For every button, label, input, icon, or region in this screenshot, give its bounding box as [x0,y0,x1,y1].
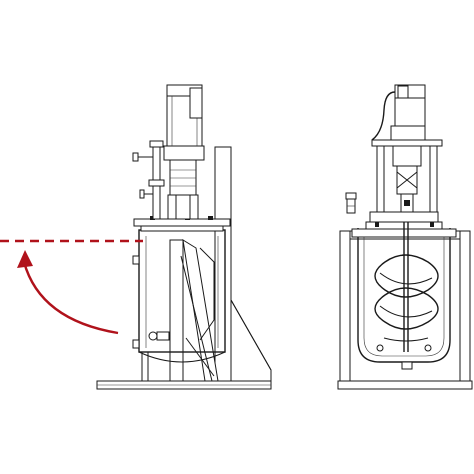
front-side-fitting [345,192,357,214]
tilt-curved-arrow [22,261,119,335]
power-cable [371,91,396,141]
front-motor [371,84,426,141]
front-view [337,84,473,390]
front-helix-agitator [374,222,439,352]
side-motor [163,84,205,161]
side-tilt-legs [169,239,219,382]
side-instrument-tube [132,140,165,220]
side-view [96,84,272,390]
tilt-indicator [0,239,143,335]
side-support-frame [214,146,272,382]
front-upper-mast [371,139,443,213]
side-base-plate [96,380,272,390]
side-coupling [167,159,199,220]
tilt-arrowhead-icon [17,250,33,268]
